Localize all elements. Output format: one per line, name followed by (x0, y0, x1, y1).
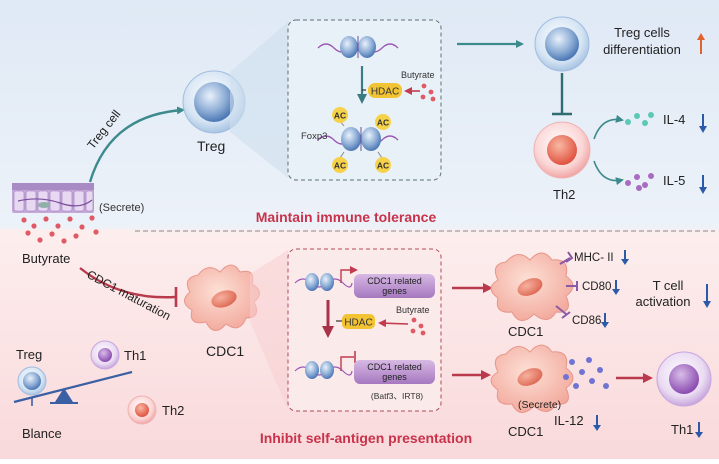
cdc1-cell-bottom-right-icon (490, 344, 574, 413)
zoom-cone-bottom (250, 250, 288, 410)
treg-cell-arrow (88, 106, 185, 183)
il4-down-arrow-icon (699, 114, 707, 133)
gene-box2-note: (Batf3、IRT8) (371, 391, 423, 401)
il4-molecules-icon (625, 112, 654, 126)
il5-arrow (593, 160, 624, 186)
il5-label: IL-5 (663, 173, 685, 188)
hdac-badge-top (368, 83, 402, 98)
cd80-receptor-icon (566, 281, 578, 291)
hdac-label-top: HDAC (371, 87, 399, 98)
balance-th1-label: Th1 (124, 348, 146, 363)
balance-th2-label: Th2 (162, 403, 184, 418)
th1-down-arrow-icon (695, 422, 703, 438)
nucleosome-top-icon (317, 36, 399, 58)
hdac-label-bottom: HDAC (344, 318, 372, 329)
th2-label: Th2 (553, 187, 575, 202)
cd86-down-arrow-icon (601, 313, 609, 328)
gene2-promoter-blocked (340, 356, 354, 371)
svg-text:AC: AC (377, 118, 389, 128)
tcell-down-arrow-icon (703, 284, 711, 308)
il4-arrow (593, 114, 624, 140)
cdc1-label-top-right: CDC1 (508, 324, 543, 339)
gut-epithelium-icon (12, 183, 94, 213)
th2-cell-icon (533, 121, 591, 179)
balance-label: Blance (22, 426, 62, 441)
mhc-label: MHC- II (574, 252, 614, 264)
butyrate-small-bottom: Butyrate (396, 305, 430, 315)
cd86-receptor-icon (555, 305, 571, 319)
treg-cell-balance-icon (17, 366, 47, 396)
butyrate-molecule-bottom-icon (410, 317, 426, 336)
th1-label-right: Th1 (671, 422, 693, 437)
th1-cell-balance-icon (90, 340, 120, 370)
il5-molecules-icon (625, 173, 654, 191)
cdc1-maturation-inhibit-line (79, 267, 176, 299)
gene1-promoter-arrow (340, 266, 358, 283)
zoom-cone-top (230, 22, 288, 178)
ac-tag-2: AC (375, 114, 391, 130)
cd80-label: CD80 (582, 281, 611, 293)
il12-label: IL-12 (554, 413, 584, 428)
il12-molecules-icon (563, 357, 609, 389)
treg-diff-line1: Treg cells (614, 25, 670, 40)
svg-text:AC: AC (334, 161, 346, 171)
il12-down-arrow-icon (593, 415, 601, 431)
th1-cell-right-icon (656, 351, 712, 407)
cdc1-cell-top-right-icon (490, 252, 574, 321)
ac-tag-3: AC (332, 157, 348, 173)
ac-tag-1: AC (332, 107, 348, 123)
il4-label: IL-4 (663, 112, 685, 127)
nucleosome-gene2-icon (294, 361, 353, 379)
mhc-down-arrow-icon (621, 250, 629, 265)
treg-differentiated-cell-icon (534, 16, 590, 72)
foxp3-label: Foxp3 (301, 131, 327, 142)
butyrate-small-top: Butyrate (401, 70, 435, 80)
gene-box2-line2: genes (382, 372, 407, 382)
gene-box-1 (354, 274, 435, 298)
balance-treg-label: Treg (16, 347, 42, 362)
svg-text:AC: AC (377, 161, 389, 171)
ac-tag-4: AC (375, 157, 391, 173)
tcell-line2: activation (636, 294, 691, 309)
section-title-top: Maintain immune tolerance (256, 209, 437, 225)
section-title-bottom: Inhibit self-antigen presentation (260, 430, 472, 446)
treg-cell-icon (182, 70, 246, 134)
butyrate-molecules-icon (21, 215, 99, 244)
secrete-label-bottom: (Secrete) (518, 399, 561, 411)
gene-box2-line1: CDC1 related (367, 362, 422, 372)
nucleosome-acetylated-icon (317, 120, 399, 159)
gene-box-2 (354, 360, 435, 384)
cdc1-label-left: CDC1 (206, 343, 244, 359)
nucleosome-gene1-icon (294, 273, 353, 291)
butyrate-molecule-top-icon (420, 83, 436, 102)
mhc-receptor-icon (559, 251, 574, 265)
gene-box1-line1: CDC1 related (367, 276, 422, 286)
tcell-line1: T cell (653, 278, 684, 293)
cdc1-label-bottom-right: CDC1 (508, 424, 543, 439)
butyrate-to-hdac-arrow-bottom (378, 319, 409, 328)
cd86-label: CD86 (572, 315, 601, 327)
gene-box1-line2: genes (382, 286, 407, 296)
up-arrow-icon (697, 33, 705, 54)
svg-text:AC: AC (334, 111, 346, 121)
butyrate-label: Butyrate (22, 251, 70, 266)
hdac-badge-bottom (342, 314, 375, 329)
cd80-down-arrow-icon (612, 280, 620, 295)
il5-down-arrow-icon (699, 175, 707, 194)
th2-cell-balance-icon (127, 395, 157, 425)
treg-label: Treg (197, 138, 225, 154)
secrete-label-top: (Secrete) (99, 202, 144, 214)
cdc1-cell-left-icon (184, 264, 260, 331)
balance-scale-icon (13, 370, 133, 406)
treg-diff-line2: differentiation (603, 42, 681, 57)
